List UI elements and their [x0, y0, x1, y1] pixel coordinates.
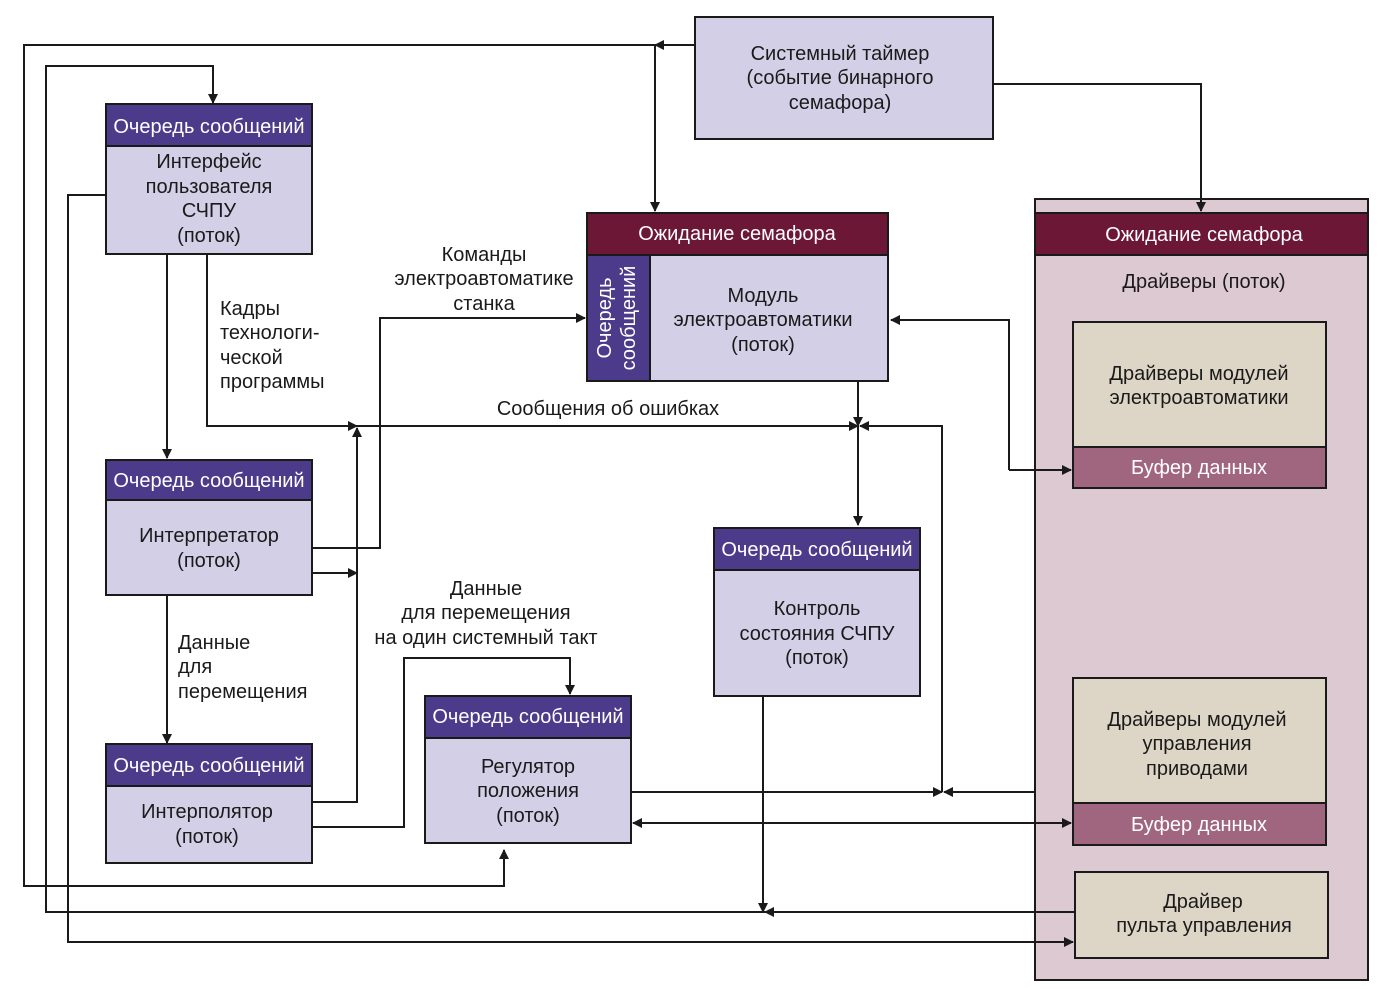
label-commands-line-3: станка [453, 293, 515, 315]
ui-message-queue [105, 103, 313, 147]
plc-data-buffer-label: Буфер данных [1131, 457, 1267, 479]
monitor-message-queue [713, 527, 921, 571]
arrow-commands-to-plc [313, 313, 586, 549]
plc-message-queue-line-1: Очередь [594, 278, 616, 359]
plc-semaphore-label: Ожидание семафора [638, 223, 836, 245]
label-motion-line-1: Данные [178, 632, 250, 654]
drive-drivers-box: Драйверы модулей управления приводами Бу… [1072, 677, 1327, 846]
label-motion-line-2: для [178, 656, 212, 678]
interpreter-box: Очередь сообщений Интерпретатор (поток) [105, 459, 313, 596]
interpolator-message-queue-label: Очередь сообщений [113, 755, 304, 777]
ui-message-queue-label: Очередь сообщений [113, 116, 304, 138]
arrow-buffer-to-plc [890, 315, 1010, 470]
label-commands-line-1: Команды [442, 244, 527, 266]
interpolator-line-1: Интерполятор [141, 801, 273, 823]
label-tick-line-2: для перемещения [401, 602, 570, 624]
regulator-box: Очередь сообщений Регулятор положения (п… [424, 695, 632, 844]
interpolator-message-queue [105, 743, 313, 787]
plc-drivers-line-2: электроавтоматики [1110, 387, 1289, 409]
drive-drivers-line-2: управления [1142, 733, 1251, 755]
arrow-timer-to-drivers [993, 83, 1206, 212]
plc-semaphore-header [586, 212, 889, 256]
label-frames-line-2: технологи- [220, 322, 320, 344]
monitor-message-queue-label: Очередь сообщений [721, 539, 912, 561]
regulator-line-1: Регулятор [481, 756, 575, 778]
label-motion-line-3: перемещения [178, 681, 307, 703]
plc-message-queue [586, 254, 651, 382]
arrow-errors-collector [859, 421, 943, 792]
arrow-tick-data [313, 657, 575, 828]
interpolator-line-2: (поток) [175, 826, 239, 848]
drive-data-buffer-label: Буфер данных [1131, 814, 1267, 836]
ui-thread-line-4: (поток) [177, 225, 241, 247]
drive-drivers-line-3: приводами [1146, 758, 1248, 780]
arrow-timer-to-plc [650, 44, 695, 212]
regulator-line-2: положения [477, 780, 579, 802]
system-timer-line-2: (событие бинарного [747, 67, 934, 89]
ui-thread-line-3: СЧПУ [182, 200, 236, 222]
panel-driver-line-1: Драйвер [1163, 891, 1243, 913]
monitor-line-2: состояния СЧПУ [739, 623, 894, 645]
monitor-line-1: Контроль [774, 598, 861, 620]
system-timer-box: Системный таймер (событие бинарного сема… [694, 16, 994, 140]
ui-thread-line-1: Интерфейс [156, 151, 261, 173]
drive-data-buffer [1072, 802, 1327, 846]
ui-thread-box: Очередь сообщений Интерфейс пользователя… [105, 103, 313, 255]
panel-driver-box: Драйвер пульта управления [1074, 871, 1329, 959]
regulator-message-queue-label: Очередь сообщений [432, 706, 623, 728]
arrow-interpolator-errors [313, 427, 362, 803]
drivers-panel: Ожидание семафора Драйверы (поток) [1034, 198, 1369, 981]
arrow-panel-to-ui [45, 65, 1075, 913]
plc-drivers-box: Драйверы модулей электроавтоматики Буфер… [1072, 321, 1327, 489]
system-timer-line-1: Системный таймер [751, 43, 930, 65]
label-frames-line-4: программы [220, 371, 325, 393]
ui-thread-line-2: пользователя [146, 176, 273, 198]
connectors [23, 40, 1206, 947]
label-error-messages: Сообщения об ошибках [497, 398, 719, 420]
plc-module-line-2: электроавтоматики [674, 309, 853, 331]
label-frames-line-3: ческой [220, 347, 283, 369]
interpreter-line-2: (поток) [177, 550, 241, 572]
interpreter-message-queue-label: Очередь сообщений [113, 470, 304, 492]
edge-labels: Команды электроавтоматике станка Кадры т… [178, 244, 719, 703]
interpolator-box: Очередь сообщений Интерполятор (поток) [105, 743, 313, 864]
interpreter-line-1: Интерпретатор [139, 525, 279, 547]
label-tick-line-3: на один системный такт [374, 627, 597, 649]
system-timer-line-3: семафора) [789, 92, 891, 114]
regulator-message-queue [424, 695, 632, 739]
regulator-line-3: (поток) [496, 805, 560, 827]
plc-message-queue-line-2: сообщений [618, 266, 640, 371]
label-tick-line-1: Данные [450, 578, 522, 600]
plc-data-buffer [1072, 446, 1327, 489]
plc-module-box: Ожидание семафора Очередь сообщений Моду… [586, 212, 889, 382]
interpreter-message-queue [105, 459, 313, 501]
arrow-ui-frames [206, 255, 358, 431]
drivers-semaphore-label: Ожидание семафора [1105, 224, 1303, 246]
drivers-semaphore-header [1034, 212, 1369, 256]
label-commands-line-2: электроавтоматике [394, 268, 573, 290]
monitor-line-3: (поток) [785, 647, 849, 669]
arrow-timer-to-regulator [23, 44, 695, 887]
label-frames-line-1: Кадры [220, 298, 280, 320]
plc-module-line-1: Модуль [728, 285, 799, 307]
arrow-ui-to-panel [67, 194, 1074, 947]
plc-drivers-line-1: Драйверы модулей [1109, 363, 1288, 385]
panel-driver-line-2: пульта управления [1116, 915, 1292, 937]
drive-drivers-line-1: Драйверы модулей [1107, 709, 1286, 731]
drivers-thread-title: Драйверы (поток) [1122, 271, 1285, 293]
plc-module-line-3: (поток) [731, 334, 795, 356]
monitor-box: Очередь сообщений Контроль состояния СЧП… [713, 527, 921, 697]
